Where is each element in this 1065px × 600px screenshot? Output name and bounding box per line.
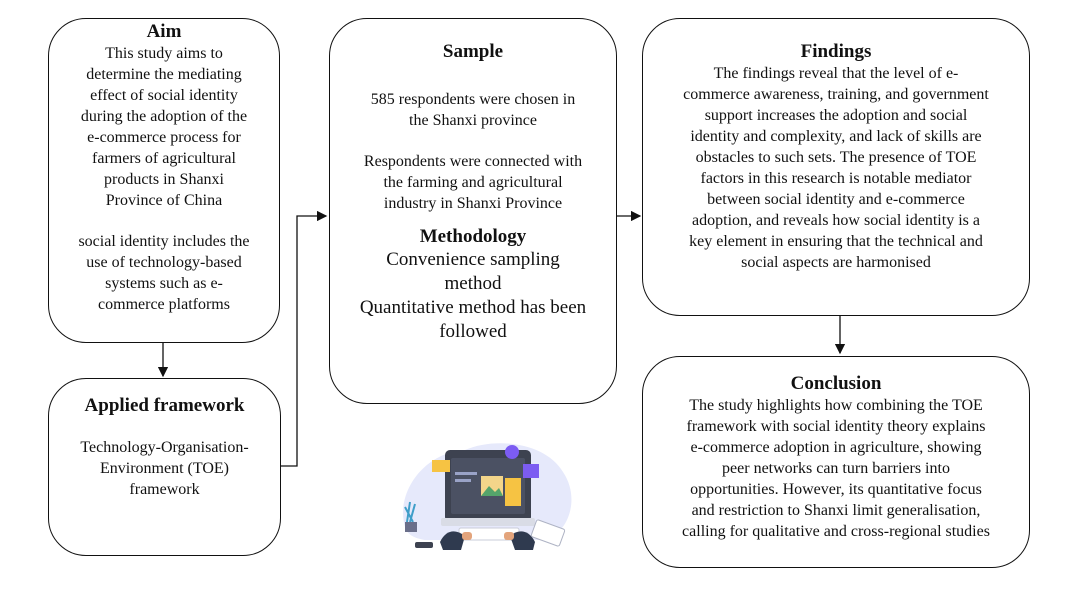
framework-title: Applied framework — [84, 395, 245, 416]
sample-line: industry in Shanxi Province — [383, 195, 563, 212]
aim-box: Aim This study aims to determine the med… — [48, 18, 280, 343]
findings-line: obstacles to such sets. The presence of … — [695, 149, 977, 166]
sample-text-2: Respondents were connected with the farm… — [330, 151, 616, 214]
methodology-text: Convenience sampling method Quantitative… — [330, 248, 616, 344]
aim-line: use of technology-based — [86, 254, 242, 271]
findings-line: factors in this research is notable medi… — [700, 170, 972, 187]
aim-text-2: social identity includes the use of tech… — [49, 231, 279, 315]
sample-line: 585 respondents were chosen in — [370, 91, 576, 108]
findings-line: social aspects are harmonised — [741, 254, 931, 271]
conclusion-line: e-commerce adoption in agriculture, show… — [690, 439, 982, 456]
findings-line: between social identity and e-commerce — [707, 191, 965, 208]
aim-title: Aim — [146, 21, 182, 42]
sample-title: Sample — [442, 41, 504, 62]
framework-line: framework — [129, 481, 200, 498]
findings-text: The findings reveal that the level of e-… — [643, 63, 1029, 273]
aim-line: determine the mediating — [86, 66, 242, 83]
framework-box: Applied framework Technology-Organisatio… — [48, 378, 281, 556]
findings-title: Findings — [800, 41, 872, 62]
methodology-title: Methodology — [419, 226, 527, 247]
conclusion-line: framework with social identity theory ex… — [686, 418, 986, 435]
methodology-line: Convenience sampling — [386, 249, 560, 270]
findings-box: Findings The findings reveal that the le… — [642, 18, 1030, 316]
conclusion-title: Conclusion — [790, 373, 882, 394]
conclusion-line: opportunities. However, its quantitative… — [690, 481, 982, 498]
findings-line: The findings reveal that the level of e- — [713, 65, 959, 82]
sample-line: Respondents were connected with — [363, 153, 583, 170]
aim-line: This study aims to — [105, 45, 223, 62]
conclusion-line: peer networks can turn barriers into — [722, 460, 950, 477]
conclusion-text: The study highlights how combining the T… — [643, 395, 1029, 542]
aim-line: effect of social identity — [90, 87, 238, 104]
aim-line: Province of China — [105, 192, 223, 209]
sample-text-1: 585 respondents were chosen in the Shanx… — [330, 89, 616, 131]
sample-box: Sample 585 respondents were chosen in th… — [329, 18, 617, 404]
methodology-line: method — [444, 273, 502, 294]
findings-line: identity and complexity, and lack of ski… — [690, 128, 982, 145]
findings-line: support increases the adoption and socia… — [704, 107, 968, 124]
aim-line: during the adoption of the — [80, 108, 248, 125]
sample-line: the Shanxi province — [409, 112, 537, 129]
laptop-work-illustration — [403, 443, 572, 550]
methodology-line: followed — [439, 321, 507, 342]
arrow-framework-to-sample — [281, 210, 328, 467]
conclusion-line: calling for qualitative and cross-region… — [682, 523, 990, 540]
aim-line: farmers of agricultural — [92, 150, 236, 167]
conclusion-box: Conclusion The study highlights how comb… — [642, 356, 1030, 568]
conclusion-line: The study highlights how combining the T… — [689, 397, 983, 414]
findings-line: adoption, and reveals how social identit… — [692, 212, 980, 229]
sample-line: the farming and agricultural — [383, 174, 563, 191]
framework-text: Technology-Organisation- Environment (TO… — [49, 437, 280, 500]
findings-line: commerce awareness, training, and govern… — [683, 86, 989, 103]
framework-line: Technology-Organisation- — [80, 439, 249, 456]
aim-line: e-commerce process for — [87, 129, 241, 146]
methodology-line: Quantitative method has been — [359, 297, 587, 318]
aim-line: social identity includes the — [78, 233, 250, 250]
findings-line: key element in ensuring that the technic… — [689, 233, 983, 250]
aim-line: products in Shanxi — [104, 171, 224, 188]
framework-line: Environment (TOE) — [99, 460, 229, 477]
aim-line: systems such as e- — [105, 275, 223, 292]
aim-text-1: This study aims to determine the mediati… — [49, 43, 279, 211]
aim-line: commerce platforms — [98, 296, 230, 313]
conclusion-line: and restriction to Shanxi limit generali… — [691, 502, 981, 519]
